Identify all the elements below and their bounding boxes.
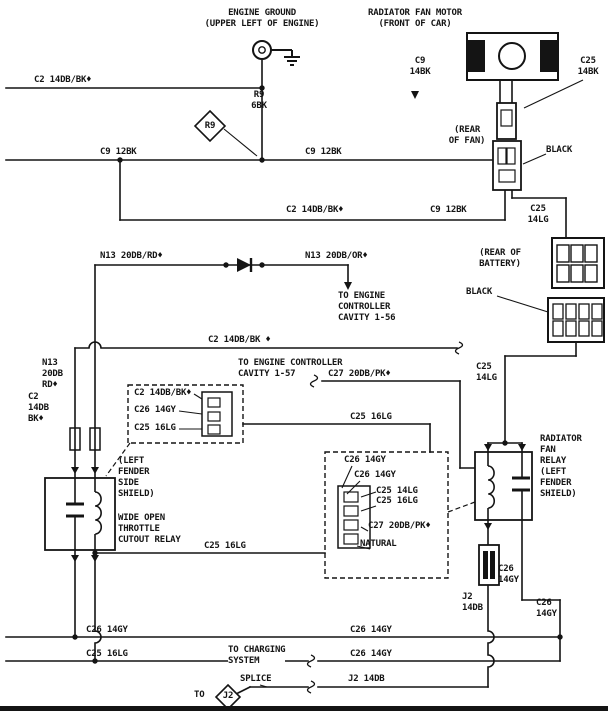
callout2-c26-b-label: C26 14GY	[354, 470, 396, 480]
black-fan-label: BLACK	[546, 145, 573, 155]
relay-connector-8pin	[547, 297, 605, 343]
left-fender-shield-label: (LEFT FENDER SIDE SHIELD)	[118, 456, 155, 499]
rear-of-fan-connector	[492, 102, 522, 191]
wot-relay-symbol	[44, 477, 116, 551]
wire-label-c9-12bk-a: C9 12BK	[100, 147, 137, 157]
callout2-c27-label: C27 20DB/PK♦	[368, 521, 431, 531]
wire-label-j2-stack: J2 14DB	[462, 592, 483, 613]
wire-label-c25-16lg-mid: C25 16LG	[350, 412, 392, 422]
to-engine-controller-156: TO ENGINE CONTROLLER CAVITY 1-56	[338, 291, 396, 323]
wire-label-c27: C27 20DB/PK♦	[328, 369, 391, 379]
wire-label-n13-rd: N13 20DB/RD♦	[100, 251, 163, 261]
callout1-c2-label: C2 14DB/BK♦	[134, 388, 192, 398]
callout1-c25-label: C25 16LG	[134, 423, 176, 433]
wire-label-c9-14bk: C9 14BK	[409, 56, 431, 77]
arrowheads	[71, 91, 526, 562]
squiggle-breaks	[306, 341, 464, 694]
ground-symbol	[271, 49, 300, 66]
rear-of-fan-label: (REAR OF FAN)	[448, 125, 486, 146]
callout2-c26-a-label: C26 14GY	[344, 455, 386, 465]
connector-callout-1	[105, 384, 244, 477]
fan-motor-symbol	[466, 32, 559, 81]
wire-label-n13-or: N13 20DB/OR♦	[305, 251, 368, 261]
j2-connector-symbol	[478, 544, 500, 586]
callout2-c25-14lg-label: C25 14LG	[376, 486, 418, 496]
fan-relay-symbol	[474, 451, 533, 521]
wire-label-c26-charging: C26 14GY	[350, 649, 392, 659]
to-j2-label: TO	[194, 690, 205, 700]
bottom-border	[0, 706, 608, 711]
wire-label-c26-bot-b: C26 14GY	[350, 625, 392, 635]
rear-of-battery-label: (REAR OF BATTERY)	[479, 248, 521, 269]
wire-label-c26-stack-b: C26 14GY	[536, 598, 557, 619]
wot-relay-label: WIDE OPEN THROTTLE CUTOUT RELAY	[118, 513, 181, 545]
r9-splice-diamond	[193, 109, 227, 143]
j2-splice-label: J2	[222, 691, 234, 701]
wire-label-c25-16lg-relay: C25 16LG	[204, 541, 246, 551]
junction-dots	[72, 85, 563, 664]
wire-layer	[5, 58, 577, 695]
diode	[237, 258, 253, 272]
wire-label-c26-bot-a: C26 14GY	[86, 625, 128, 635]
callout2-c25-16lg-label: C25 16LG	[376, 496, 418, 506]
r9-splice-label: R9	[204, 121, 216, 131]
ring-terminal	[252, 40, 272, 60]
wire-label-c2-top: C2 14DB/BK♦	[34, 75, 92, 85]
wire-label-j2-bot: J2 14DB	[348, 674, 385, 684]
wot-relay-terminal-pins	[69, 427, 101, 451]
wire-label-c9-12bk-b: C9 12BK	[305, 147, 342, 157]
connector-callout-2	[324, 451, 476, 579]
wire-label-c9-12bk-c: C9 12BK	[430, 205, 467, 215]
wire-label-c2-mid: C2 14DB/BK♦	[286, 205, 344, 215]
wire-label-c26-stack-a: C26 14GY	[498, 564, 519, 585]
battery-connector-6pin	[551, 237, 605, 289]
engine-ground-label: ENGINE GROUND (UPPER LEFT OF ENGINE)	[204, 8, 320, 29]
wire-label-c25-14lg-right: C25 14LG	[476, 362, 497, 383]
wire-label-r9-6bk: R9 6BK	[251, 90, 267, 111]
radiator-fan-relay-label: RADIATOR FAN RELAY (LEFT FENDER SHIELD)	[540, 434, 582, 499]
wire-label-c25-16lg-bot: C25 16LG	[86, 649, 128, 659]
radiator-fan-motor-label: RADIATOR FAN MOTOR (FRONT OF CAR)	[368, 8, 462, 29]
splice-label: SPLICE	[240, 674, 272, 684]
wire-label-c2-stack: C2 14DB BK♦	[28, 392, 49, 424]
wire-label-c25-14bk: C25 14BK	[577, 56, 599, 77]
black-battery-label: BLACK	[466, 287, 493, 297]
wire-label-c2-low: C2 14DB/BK ♦	[208, 335, 271, 345]
wire-label-n13-stack: N13 20DB RD♦	[42, 358, 63, 390]
callout2-natural-label: NATURAL	[360, 539, 397, 549]
wire-label-c25-14lg-top: C25 14LG	[527, 204, 549, 225]
leader-lines	[178, 79, 584, 688]
to-charging-system-label: TO CHARGING SYSTEM	[228, 645, 286, 667]
callout1-c26-label: C26 14GY	[134, 405, 176, 415]
to-engine-controller-157: TO ENGINE CONTROLLER CAVITY 1-57	[238, 358, 343, 379]
